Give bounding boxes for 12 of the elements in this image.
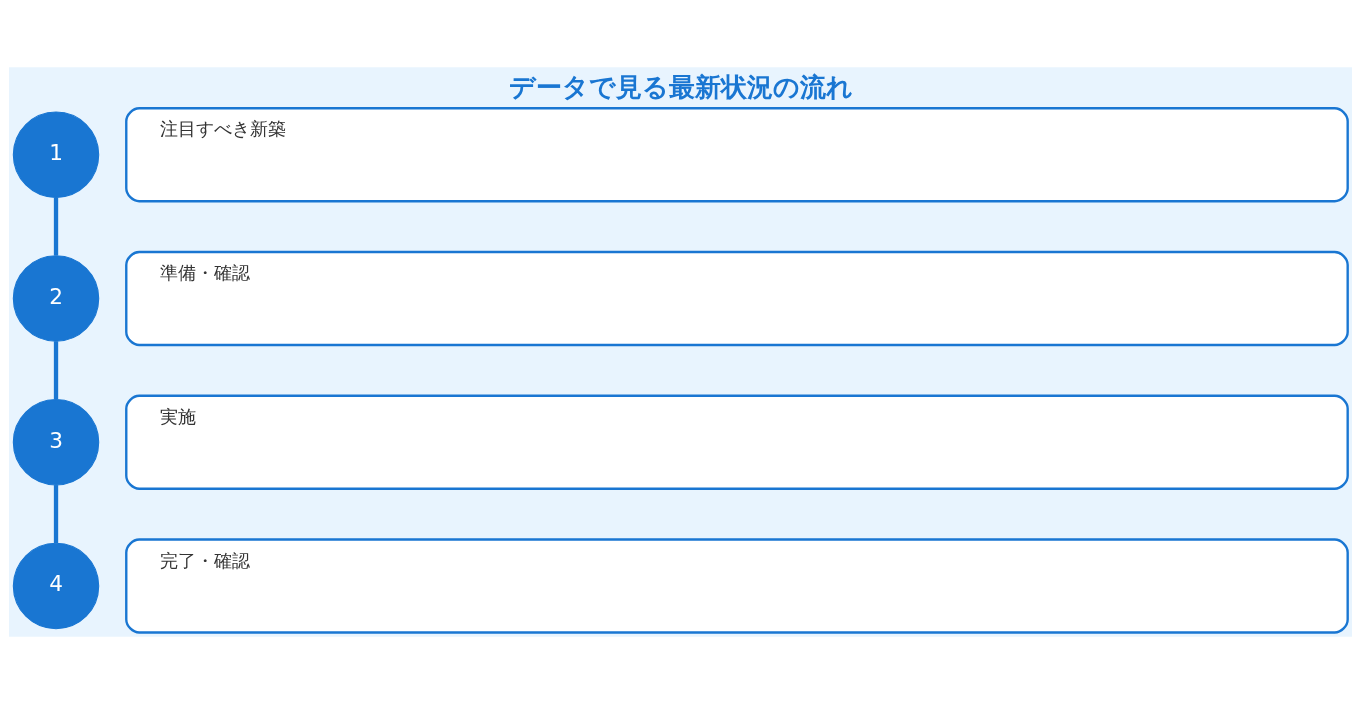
node-box: 準備・確認: [124, 250, 1349, 347]
node-box: 完了・確認: [124, 538, 1349, 634]
connector: [53, 197, 58, 256]
node-circle: 1: [12, 111, 99, 198]
diagram-title: データで見る最新状況の流れ: [508, 71, 853, 102]
connector: [53, 341, 58, 400]
node-circle: 3: [12, 399, 99, 486]
node-box: 実施: [124, 394, 1349, 490]
node-circle: 2: [12, 255, 99, 342]
connector: [53, 485, 58, 543]
node-box: 注目すべき新築: [124, 107, 1349, 203]
node-circle: 4: [12, 542, 99, 630]
